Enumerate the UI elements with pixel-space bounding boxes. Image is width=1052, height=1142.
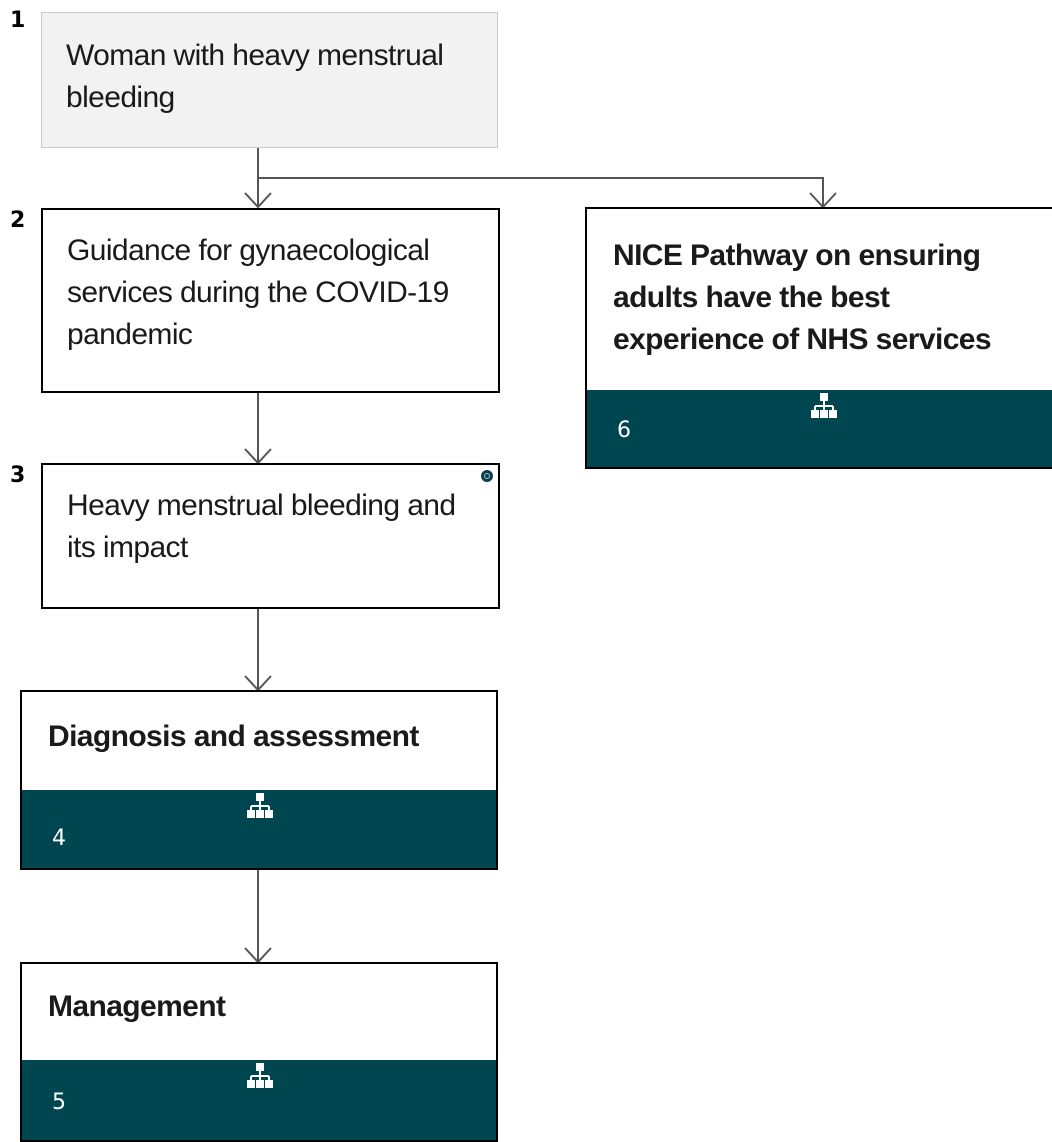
node-title: Diagnosis and assessment [48,720,419,753]
node-footer: 4 [22,790,496,868]
hierarchy-icon[interactable] [807,390,841,424]
edge-n1-n6 [258,177,824,207]
node-title: NICE Pathway on ensuring adults have the… [613,239,992,356]
node-footer: 5 [22,1060,496,1140]
node-number: 4 [52,826,66,851]
node-title: Management [48,990,226,1023]
node-title: Heavy menstrual bleeding and its impact [67,489,456,564]
node-number: 6 [617,418,631,443]
hierarchy-icon[interactable] [243,1060,277,1094]
hierarchy-icon[interactable] [243,790,277,824]
node-management[interactable]: Management 5 [20,962,498,1142]
step-number-2: 2 [10,208,26,233]
arrowhead-n2 [244,192,272,209]
node-covid-guidance[interactable]: Guidance for gynaecological services dur… [41,208,500,393]
node-nice-pathway-nhs-services[interactable]: NICE Pathway on ensuring adults have the… [585,207,1052,469]
node-woman-with-heavy-menstrual-bleeding[interactable]: Woman with heavy menstrual bleeding [41,12,498,148]
node-number: 5 [52,1090,66,1115]
node-heavy-menstrual-bleeding-impact[interactable]: Heavy menstrual bleeding and its impact [41,463,500,609]
node-title: Woman with heavy menstrual bleeding [66,39,444,114]
info-icon[interactable] [481,470,493,482]
step-number-3: 3 [10,463,26,488]
node-diagnosis-and-assessment[interactable]: Diagnosis and assessment 4 [20,690,498,870]
node-title: Guidance for gynaecological services dur… [67,234,449,351]
node-footer: 6 [587,390,1052,467]
step-number-1: 1 [10,8,26,33]
